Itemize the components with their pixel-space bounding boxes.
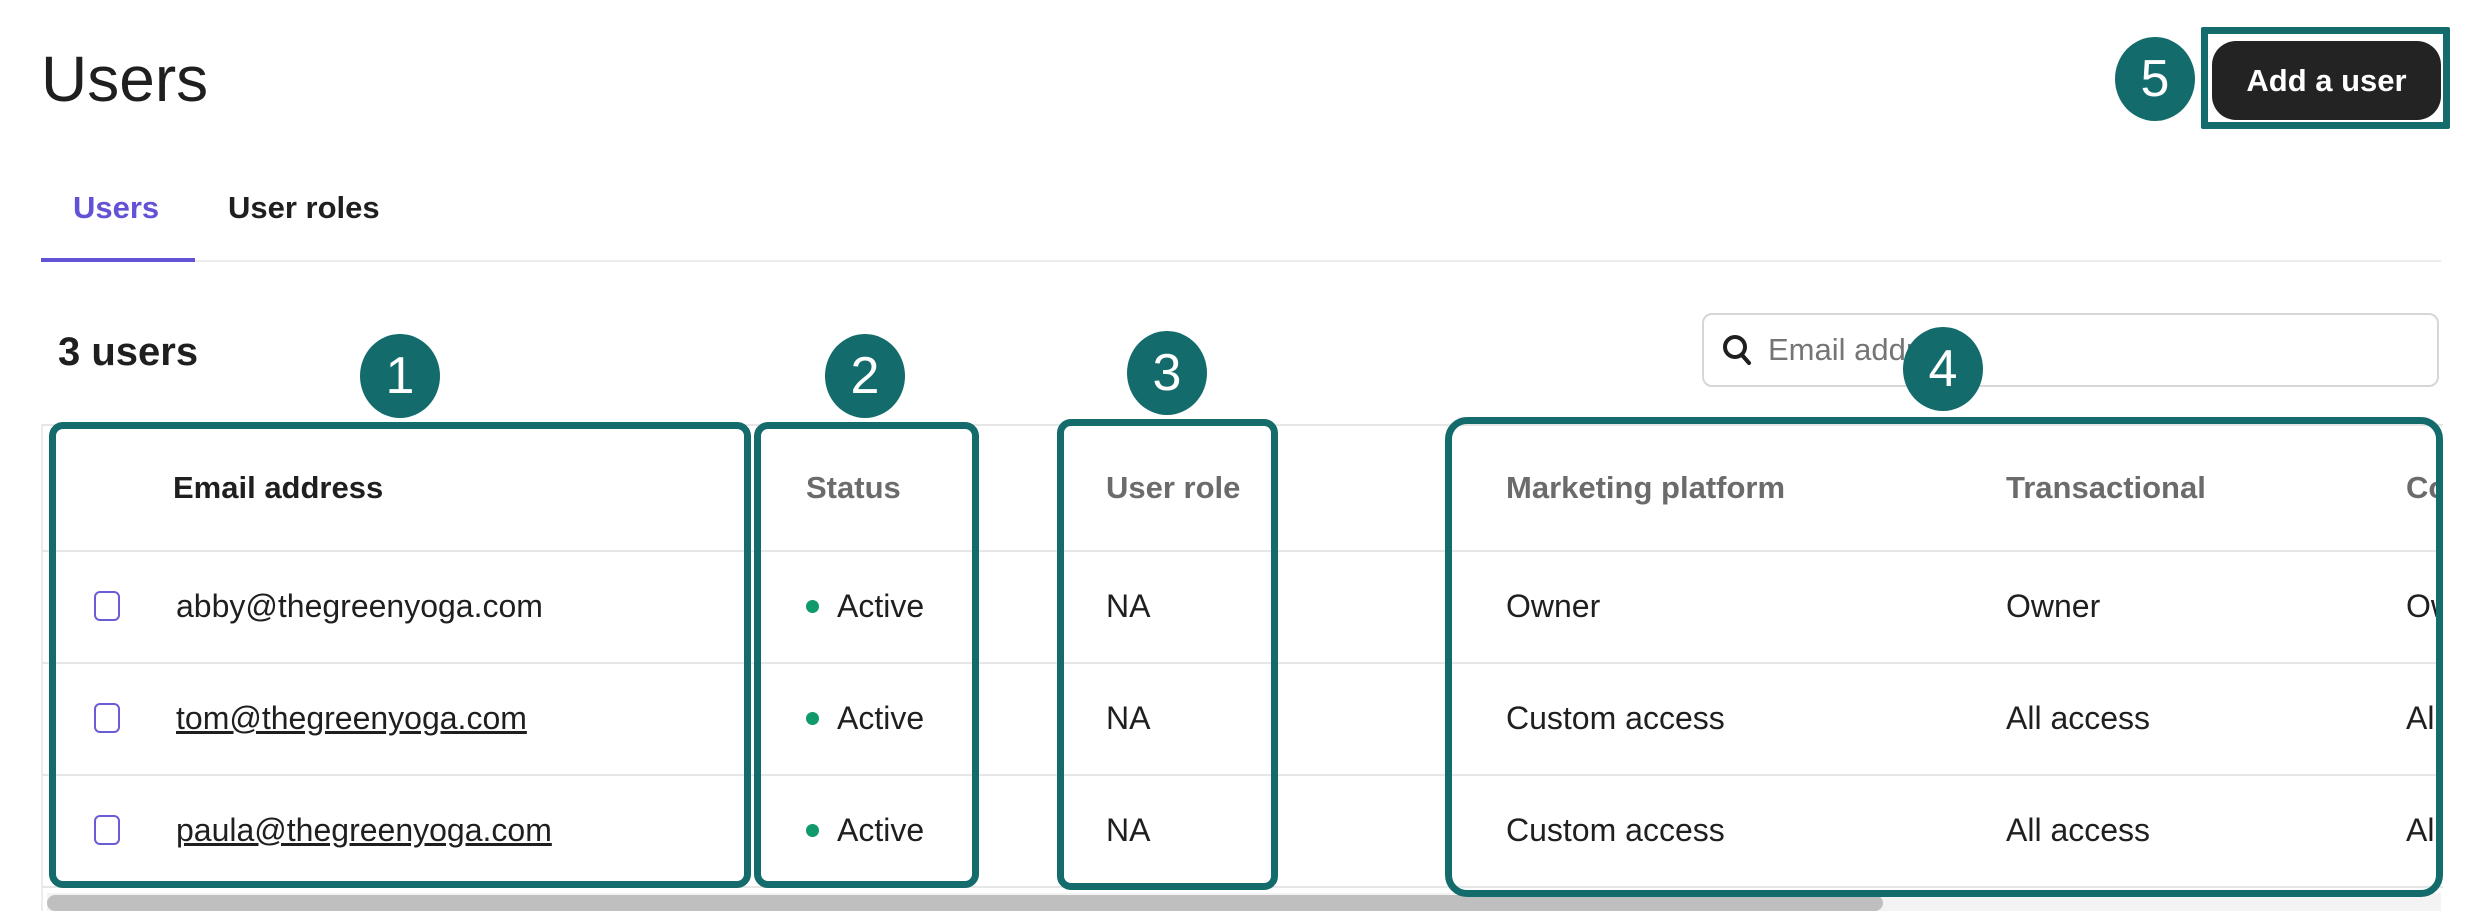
role-cell: NA <box>1106 700 1151 736</box>
role-cell: NA <box>1106 812 1151 848</box>
annotation-box-1 <box>49 422 751 888</box>
row-divider <box>43 550 2443 552</box>
annotation-marker-5: 5 <box>2115 37 2195 121</box>
tab-user-roles[interactable]: User roles <box>228 190 380 225</box>
email-cell[interactable]: paula@thegreenyoga.com <box>176 812 552 848</box>
tab-users[interactable]: Users <box>73 190 160 225</box>
annotation-box-5 <box>2201 27 2450 129</box>
annotation-box-3 <box>1057 419 1278 890</box>
header-marketing-platform[interactable]: Marketing platform <box>1506 470 1786 505</box>
clipped-cell: All <box>2406 812 2442 848</box>
users-table: Email address Status User role Marketing… <box>41 424 2443 911</box>
annotation-marker-4: 4 <box>1903 327 1983 411</box>
email-cell[interactable]: abby@thegreenyoga.com <box>176 588 543 624</box>
annotation-marker-1: 1 <box>360 334 440 418</box>
row-checkbox[interactable] <box>94 591 120 621</box>
add-user-button[interactable]: Add a user <box>2212 41 2441 120</box>
active-tab-indicator <box>41 258 195 262</box>
search-input[interactable] <box>1766 331 2370 369</box>
transactional-cell: All access <box>2006 812 2151 848</box>
header-transactional[interactable]: Transactional <box>2006 470 2206 505</box>
transactional-cell: All access <box>2006 700 2151 736</box>
annotation-marker-2: 2 <box>825 334 905 418</box>
search-icon <box>1722 334 1752 366</box>
user-count: 3 users <box>58 330 199 374</box>
annotation-marker-3: 3 <box>1127 331 1207 415</box>
status-dot-icon <box>806 824 819 837</box>
clipped-cell: All <box>2406 700 2442 736</box>
status-dot-icon <box>806 600 819 613</box>
header-user-role[interactable]: User role <box>1106 470 1241 505</box>
status-cell: Active <box>837 700 925 736</box>
status-cell: Active <box>837 812 925 848</box>
status-dot-icon <box>806 712 819 725</box>
marketing-cell: Owner <box>1506 588 1601 624</box>
marketing-cell: Custom access <box>1506 812 1725 848</box>
role-cell: NA <box>1106 588 1151 624</box>
row-checkbox[interactable] <box>94 815 120 845</box>
tab-divider <box>41 260 2441 262</box>
annotation-box-2 <box>754 422 979 888</box>
row-checkbox[interactable] <box>94 703 120 733</box>
search-field[interactable] <box>1702 313 2439 387</box>
page-title: Users <box>41 43 209 115</box>
row-divider <box>43 774 2443 776</box>
email-cell[interactable]: tom@thegreenyoga.com <box>176 700 527 736</box>
status-cell: Active <box>837 588 925 624</box>
row-divider <box>43 662 2443 664</box>
annotation-box-4 <box>1445 417 2443 897</box>
header-email[interactable]: Email address <box>173 470 384 505</box>
header-status[interactable]: Status <box>806 470 901 505</box>
marketing-cell: Custom access <box>1506 700 1725 736</box>
transactional-cell: Owner <box>2006 588 2101 624</box>
horizontal-scrollbar-thumb[interactable] <box>47 895 1883 911</box>
